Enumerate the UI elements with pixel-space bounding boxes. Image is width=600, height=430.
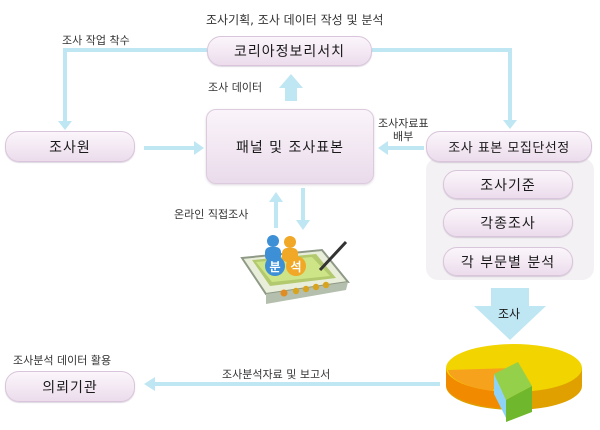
client-box: 의뢰기관	[5, 371, 135, 402]
top-label: 조사기획, 조사 데이터 작성 및 분석	[206, 13, 384, 27]
report-label: 조사분석자료 및 보고서	[222, 368, 331, 381]
arrowhead-sampling	[503, 120, 517, 129]
arrowhead-down-device	[296, 220, 310, 230]
arrowhead-panel-right	[378, 141, 388, 155]
criteria-box: 조사기준	[443, 170, 573, 199]
korea-research-box: 코리아정보리서치	[207, 36, 372, 66]
arrow-research-to-sampling	[372, 48, 512, 122]
dept-analysis-box: 각 부문별 분석	[443, 247, 573, 276]
surveyor-box: 조사원	[5, 131, 135, 162]
use-data-label: 조사분석 데이터 활용	[13, 354, 112, 367]
online-survey-label: 온라인 직접조사	[174, 208, 249, 221]
arrow-research-to-surveyor	[63, 48, 207, 123]
analysis-badge-1: 분	[265, 256, 285, 276]
analysis-badge-2: 석	[286, 256, 306, 276]
analysis-device-illustration: 분 석	[236, 230, 352, 312]
questionnaire-label: 조사자료표	[378, 117, 429, 130]
start-survey-label: 조사 작업 착수	[62, 34, 130, 47]
panel-sample-box: 패널 및 조사표본	[206, 109, 374, 184]
pie-chart-icon	[446, 344, 582, 422]
arrow-panel-to-research	[279, 74, 303, 88]
arrowhead-surveyor	[58, 121, 72, 130]
sampling-box: 조사 표본 모집단선정	[426, 131, 592, 162]
survey-data-label: 조사 데이터	[208, 81, 263, 94]
arrowhead-up-panel	[269, 192, 283, 202]
arrowhead-client	[144, 377, 155, 391]
survey-arrow-label: 조사	[498, 307, 521, 321]
each-survey-box: 각종조사	[443, 208, 573, 237]
distribution-label: 배부	[393, 130, 414, 143]
arrow-down-to-chart	[474, 306, 546, 340]
arrowhead-panel-left	[194, 141, 204, 155]
